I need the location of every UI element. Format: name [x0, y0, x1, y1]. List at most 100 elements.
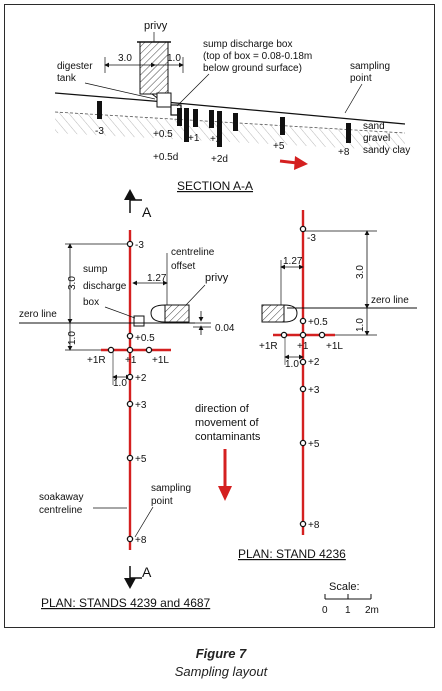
soil-sand: sand — [363, 121, 385, 132]
pr-pt-5 — [299, 439, 307, 447]
tube-m3 — [97, 101, 102, 119]
plan-privy-label: privy — [205, 272, 229, 284]
dim-127-right: 1.27 — [283, 256, 303, 267]
zero-line-label-left: zero line — [19, 309, 57, 320]
soil-sandy-clay: sandy clay — [363, 145, 410, 156]
section-title: SECTION A-A — [177, 179, 253, 193]
section-label-2: +2 — [210, 134, 222, 145]
sampling-layout-diagram: 3.0 1.0 privy digester tank sump dischar… — [19, 20, 417, 616]
tube-05 — [177, 108, 182, 126]
plan-sump-box — [133, 315, 145, 327]
dim-30-right: 3.0 — [355, 265, 366, 279]
pr-label-1: +1 — [297, 341, 309, 352]
digester-label-2: tank — [57, 73, 77, 84]
scale-tick-2: 2m — [365, 605, 379, 616]
pl-pt-3 — [126, 400, 134, 408]
plan-sump-label-2: discharge — [83, 281, 127, 292]
plan-stands-4239-4687: A A zero line privy 3.0 1.0 1.27 0.04 — [19, 189, 235, 610]
pr-label-2: +2 — [308, 357, 320, 368]
plan-privy — [164, 304, 190, 323]
plan-sampling-label-2: point — [151, 496, 173, 507]
pl-pt-1l — [145, 346, 153, 354]
tube-2d — [217, 111, 222, 147]
plan-right-title: PLAN: STAND 4236 — [238, 547, 346, 561]
sump-label-2: (top of box = 0.08-0.18m — [203, 51, 312, 62]
dim-10b-right: 1.0 — [285, 359, 299, 370]
plan-left-title: PLAN: STANDS 4239 and 4687 — [41, 596, 211, 610]
section-label-2d: +2d — [211, 154, 228, 165]
dim-10-right: 1.0 — [355, 318, 366, 332]
pr-pt-3 — [299, 385, 307, 393]
soakaway-label-1: soakaway — [39, 492, 83, 503]
digester-label: digester — [57, 61, 93, 72]
scale-title: Scale: — [329, 581, 360, 593]
direction-label-2: movement of — [195, 417, 260, 429]
pr-label-m3: -3 — [307, 233, 316, 244]
pr-pt-1r — [280, 331, 288, 339]
tube-05d — [184, 108, 189, 142]
soil-gravel: gravel — [363, 133, 390, 144]
direction-label-1: direction of — [195, 403, 250, 415]
pr-pt-1l — [318, 331, 326, 339]
pr-label-05: +0.5 — [308, 317, 328, 328]
dim-127-left: 1.27 — [147, 273, 167, 284]
pl-label-3: +3 — [135, 400, 147, 411]
dim-004: 0.04 — [215, 323, 235, 334]
section-label-5: +5 — [273, 141, 285, 152]
section-sampling-label-2: point — [350, 73, 372, 84]
pl-label-1r: +1R — [87, 355, 106, 366]
tube-3 — [233, 113, 238, 131]
sump-label: sump discharge box — [203, 39, 293, 50]
pr-label-5: +5 — [308, 439, 320, 450]
sump-label-3: below ground surface) — [203, 63, 302, 74]
flow-arrow — [279, 159, 298, 165]
soil-layer — [55, 112, 405, 151]
pl-pt-5 — [126, 454, 134, 462]
scale-bar: Scale: 0 1 2m — [322, 581, 379, 616]
section-mark-top: A — [142, 204, 152, 220]
tube-5 — [280, 117, 285, 135]
dim-10-left: 1.0 — [67, 331, 78, 345]
digester-tank — [156, 92, 172, 108]
pl-pt-2 — [126, 373, 134, 381]
tube-8 — [346, 123, 351, 143]
section-dim-1: 1.0 — [167, 53, 181, 64]
section-privy-label: privy — [144, 20, 168, 32]
pl-label-8: +8 — [135, 535, 147, 546]
section-label-m3: -3 — [95, 126, 104, 137]
figure-frame: 3.0 1.0 privy digester tank sump dischar… — [4, 4, 435, 628]
figure-caption: Sampling layout — [174, 664, 268, 679]
tube-1 — [193, 109, 198, 127]
section-a-a: 3.0 1.0 privy digester tank sump dischar… — [54, 20, 410, 193]
plan-sump-label-3: box — [83, 297, 99, 308]
pl-label-5: +5 — [135, 454, 147, 465]
pr-pt-m3 — [299, 225, 307, 233]
plan-left-points — [107, 240, 153, 543]
section-sampling-points — [97, 101, 351, 147]
pr-pt-1 — [299, 331, 307, 339]
pr-pt-2 — [299, 358, 307, 366]
pr-pt-8 — [299, 520, 307, 528]
centreline-offset-label-2: offset — [171, 261, 195, 272]
pl-label-1: +1 — [125, 355, 137, 366]
tube-2 — [209, 110, 214, 128]
pr-pt-05 — [299, 317, 307, 325]
pl-label-1l: +1L — [152, 355, 169, 366]
section-label-8: +8 — [338, 147, 350, 158]
section-label-05d: +0.5d — [153, 152, 178, 163]
pl-pt-m3 — [126, 240, 134, 248]
section-label-1: +1 — [188, 133, 200, 144]
figure-number: Figure 7 — [195, 646, 247, 661]
dim-30-left: 3.0 — [67, 276, 78, 290]
pr-label-8: +8 — [308, 520, 320, 531]
section-sampling-label: sampling — [350, 61, 390, 72]
privy-building — [139, 41, 169, 95]
plan-sump-label-1: sump — [83, 264, 108, 275]
plan-right-points — [280, 225, 326, 528]
pl-label-m3: -3 — [135, 240, 144, 251]
zero-line-label-right: zero line — [371, 295, 409, 306]
section-dim-3: 3.0 — [118, 53, 132, 64]
pl-pt-1 — [126, 346, 134, 354]
scale-tick-0: 0 — [322, 605, 328, 616]
plan-stand-4236: zero line 1.27 3.0 1.0 1.0 -3 +0.5 +1 +1 — [238, 210, 417, 561]
